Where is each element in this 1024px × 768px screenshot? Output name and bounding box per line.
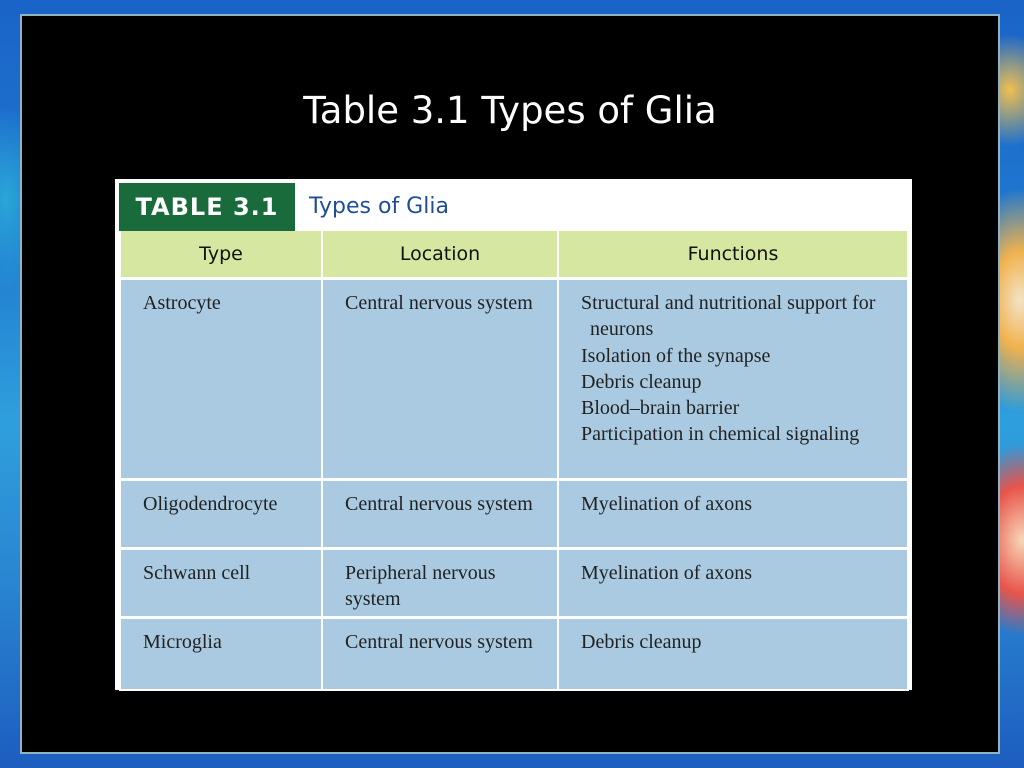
table-row: Schwann cell Peripheral nervous system M… — [119, 547, 909, 619]
glia-table: Type Location Functions Astrocyte Centra… — [119, 231, 909, 691]
function-item: Debris cleanup — [581, 631, 702, 653]
header-location: Location — [321, 231, 559, 279]
header-type: Type — [119, 231, 323, 279]
function-item: Structural and nutritional support for n… — [581, 292, 876, 341]
function-item: Myelination of axons — [581, 562, 753, 584]
cell-location: Central nervous system — [321, 277, 559, 481]
table-caption-bar: TABLE 3.1 Types of Glia — [119, 183, 908, 231]
table-row: Astrocyte Central nervous system Structu… — [119, 277, 909, 481]
cell-location: Central nervous system — [321, 478, 559, 550]
function-item: Debris cleanup — [581, 370, 702, 393]
table-caption-title: Types of Glia — [309, 194, 449, 219]
cell-functions: Myelination of axons — [557, 547, 909, 619]
function-item: Myelination of axons — [581, 493, 753, 515]
function-item: Participation in chemical signaling — [581, 423, 860, 446]
slide-title: Table 3.1 Types of Glia — [303, 89, 717, 132]
cell-functions: Debris cleanup — [557, 616, 909, 691]
cell-type: Astrocyte — [119, 277, 323, 481]
function-item: Isolation of the synapse — [581, 344, 771, 367]
table-header-row: Type Location Functions — [119, 231, 909, 279]
cell-functions: Myelination of axons — [557, 478, 909, 550]
cell-location: Peripheral nervous system — [321, 547, 559, 619]
function-item: Blood–brain barrier — [581, 397, 740, 420]
header-functions: Functions — [557, 231, 909, 279]
cell-type: Microglia — [119, 616, 323, 691]
table-row: Microglia Central nervous system Debris … — [119, 616, 909, 691]
slide: Table 3.1 Types of Glia TABLE 3.1 Types … — [20, 14, 1000, 754]
cell-type: Schwann cell — [119, 547, 323, 619]
cell-functions: Structural and nutritional support for n… — [557, 277, 909, 481]
table-row: Oligodendrocyte Central nervous system M… — [119, 478, 909, 550]
table-number-tag: TABLE 3.1 — [119, 183, 295, 231]
cell-location: Central nervous system — [321, 616, 559, 691]
cell-type: Oligodendrocyte — [119, 478, 323, 550]
glia-table-figure: TABLE 3.1 Types of Glia Type Location Fu… — [115, 179, 912, 691]
